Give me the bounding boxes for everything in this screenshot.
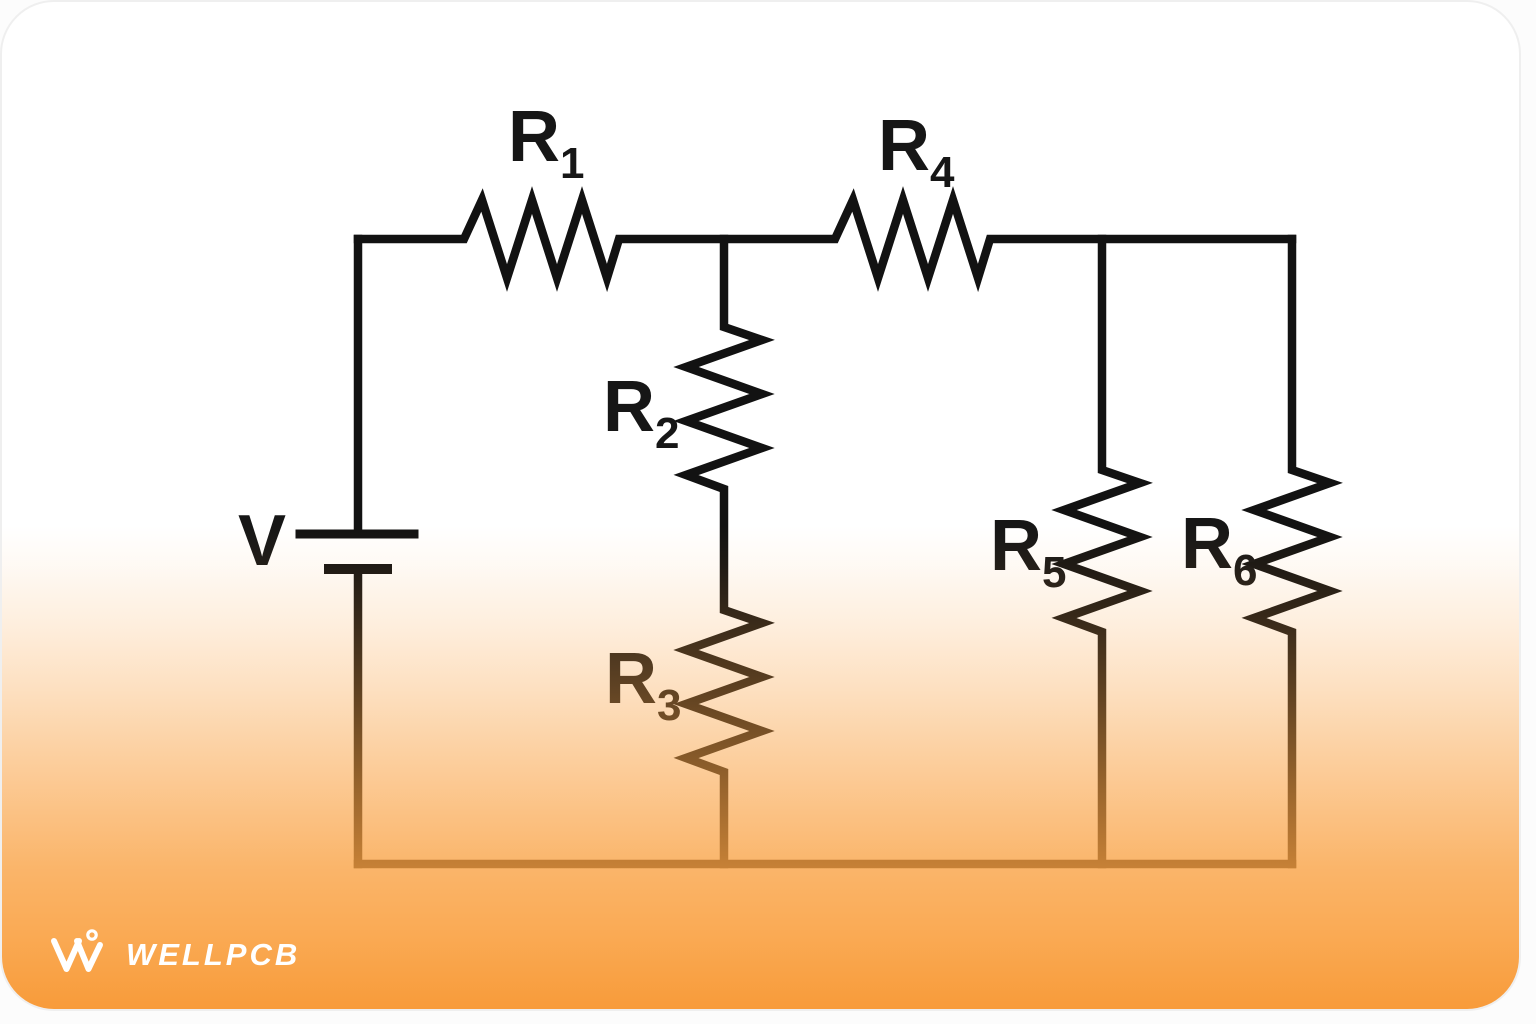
label-r6: R6 (1181, 504, 1258, 595)
wire-group (295, 186, 1343, 869)
label-r1: R1 (508, 97, 585, 188)
label-r5: R5 (990, 506, 1067, 597)
voltage-source-label: V (238, 501, 287, 581)
r5-branch (1051, 234, 1153, 869)
circuit-card: V R1 R4 R2 R3 R5 R6 (0, 0, 1521, 1011)
wellpcb-logo: WELLPCB (50, 927, 300, 977)
r6-branch (1241, 234, 1343, 869)
wellpcb-logo-text: WELLPCB (126, 937, 301, 972)
label-r3: R3 (605, 639, 682, 730)
middle-branch-r2-r3 (673, 234, 775, 869)
label-r4: R4 (878, 106, 955, 197)
top-wire-r1-r4 (353, 186, 1297, 293)
label-r2: R2 (603, 367, 680, 458)
circuit-schematic-svg (295, 186, 1343, 869)
wellpcb-logo-icon (51, 929, 103, 972)
